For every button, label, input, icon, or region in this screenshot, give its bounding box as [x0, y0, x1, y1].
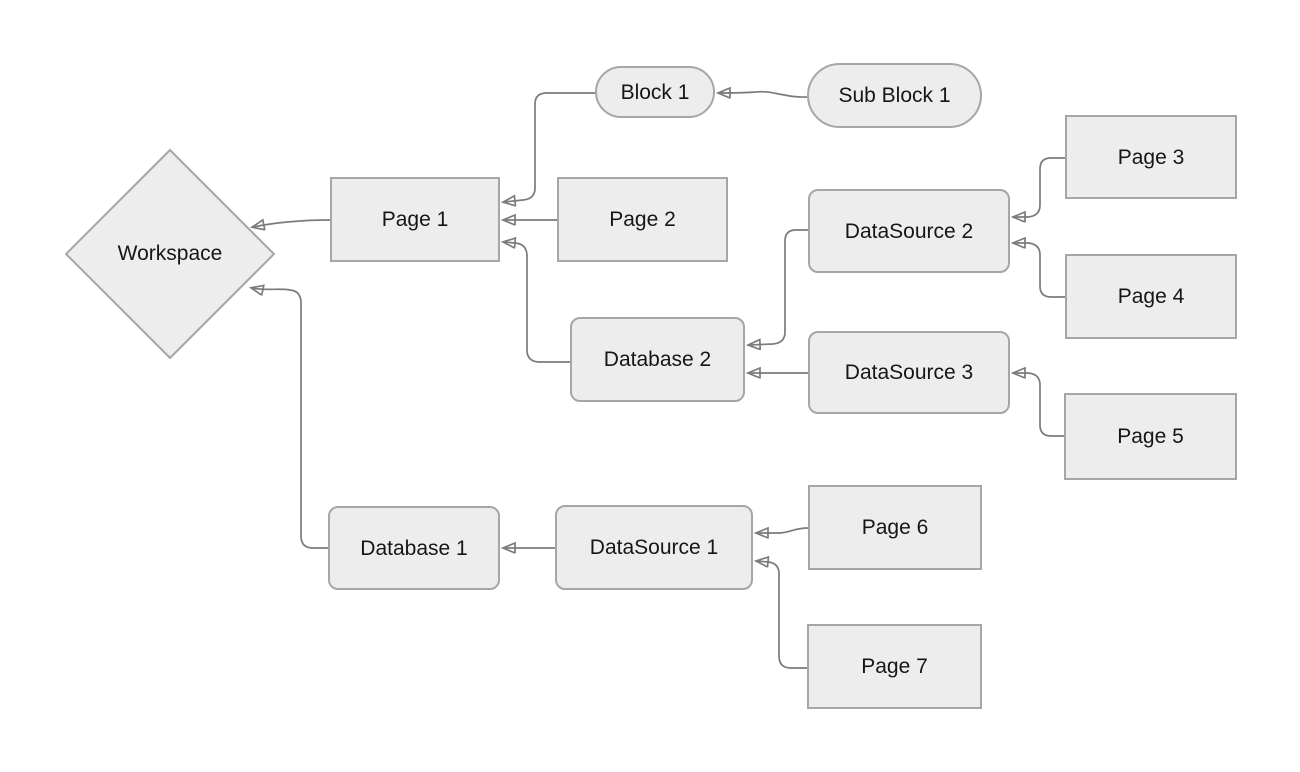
edge-datasource2-to-database2 [749, 229, 808, 345]
node-label: Workspace [117, 242, 223, 265]
node-label: DataSource 1 [589, 536, 719, 559]
node-label: Page 1 [381, 208, 449, 231]
edge-page3-to-datasource2 [1014, 157, 1065, 217]
node-label: Page 4 [1117, 285, 1185, 308]
node-datasource-1[interactable]: DataSource 1 [555, 505, 753, 590]
node-label: Page 5 [1117, 425, 1184, 448]
node-sub-block-1[interactable]: Sub Block 1 [807, 63, 982, 128]
node-datasource-2[interactable]: DataSource 2 [808, 189, 1010, 273]
node-label: Page 7 [861, 655, 928, 678]
node-label: DataSource 3 [844, 361, 974, 384]
node-label: Database 2 [603, 348, 712, 371]
edge-page7-to-datasource1 [757, 561, 807, 669]
node-page-7[interactable]: Page 7 [807, 624, 982, 709]
node-page-1[interactable]: Page 1 [330, 177, 500, 262]
node-block-1[interactable]: Block 1 [595, 66, 715, 118]
edge-page6-to-datasource1 [757, 528, 809, 533]
node-datasource-3[interactable]: DataSource 3 [808, 331, 1010, 414]
node-page-2[interactable]: Page 2 [557, 177, 728, 262]
node-workspace[interactable]: Workspace [63, 148, 277, 360]
node-label: Page 3 [1117, 145, 1185, 169]
edge-subblock1-to-block1 [719, 92, 808, 97]
node-label: Sub Block 1 [838, 84, 951, 107]
node-label: Database 1 [360, 536, 468, 560]
node-label: Page 2 [609, 208, 676, 231]
edge-page4-to-datasource2 [1014, 243, 1065, 298]
node-database-1[interactable]: Database 1 [328, 506, 500, 590]
node-page-3[interactable]: Page 3 [1065, 115, 1237, 199]
edge-page5-to-datasource3 [1014, 373, 1064, 437]
node-label: Page 6 [861, 516, 929, 539]
node-database-2[interactable]: Database 2 [570, 317, 745, 402]
node-page-4[interactable]: Page 4 [1065, 254, 1237, 339]
node-page-5[interactable]: Page 5 [1064, 393, 1237, 480]
node-label: DataSource 2 [844, 219, 974, 243]
node-label: Block 1 [620, 80, 690, 104]
node-page-6[interactable]: Page 6 [808, 485, 982, 570]
